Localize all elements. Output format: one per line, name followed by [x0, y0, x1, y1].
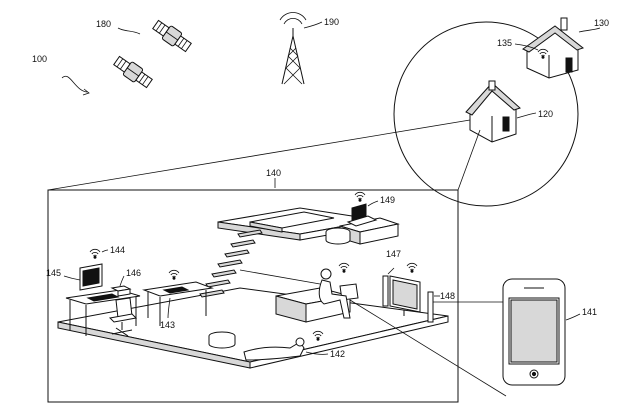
- label-144: 144: [110, 245, 125, 255]
- link-sofa-to-stairs: [239, 269, 321, 285]
- label-190: 190: [324, 17, 339, 27]
- label-130: 130: [594, 18, 609, 28]
- leader-144: [101, 249, 109, 253]
- label-147: 147: [386, 249, 401, 259]
- leader-130: [578, 27, 601, 33]
- label-148: 148: [440, 291, 455, 301]
- person-floor-icon: [243, 330, 324, 361]
- label-100: 100: [32, 54, 47, 64]
- leader-149: [367, 200, 379, 207]
- printer-icon: [110, 285, 132, 297]
- smartphone-icon: [502, 278, 566, 386]
- leader-120: [516, 112, 537, 119]
- zoom-line-right: [457, 129, 481, 191]
- label-149: 149: [380, 195, 395, 205]
- staircase: [199, 229, 263, 298]
- television-icon: [389, 262, 421, 316]
- satellite-icon-lower: [113, 55, 153, 89]
- leader-190: [303, 21, 323, 29]
- label-135: 135: [497, 38, 512, 48]
- leader-143: [167, 297, 171, 319]
- speaker-left-icon: [382, 275, 389, 307]
- leader-146: [119, 275, 125, 287]
- speaker-right-icon: [427, 291, 434, 323]
- house-main-icon: [465, 80, 521, 143]
- label-146: 146: [126, 268, 141, 278]
- label-142: 142: [330, 349, 345, 359]
- person-sofa-icon: [318, 262, 351, 319]
- zoom-circle: [393, 21, 579, 207]
- leader-145: [63, 275, 81, 281]
- office-chair-icon: [108, 297, 138, 337]
- loft-platform: [217, 207, 400, 245]
- desktop-computer-icon: [79, 248, 120, 302]
- zoom-line-left: [47, 119, 471, 191]
- environment-box: [47, 189, 459, 403]
- ottoman: [208, 331, 236, 349]
- label-143: 143: [160, 320, 175, 330]
- label-141: 141: [582, 307, 597, 317]
- label-145: 145: [46, 268, 61, 278]
- leader-142: [305, 351, 329, 355]
- leader-147: [387, 267, 395, 275]
- label-120: 120: [538, 109, 553, 119]
- laptop-loft-icon: [346, 191, 378, 227]
- label-140: 140: [266, 168, 281, 178]
- sofa: [275, 283, 359, 323]
- leader-141: [565, 313, 581, 321]
- house-remote-icon: [522, 17, 585, 79]
- leader-180: [117, 27, 141, 35]
- satellite-icon-upper: [152, 19, 192, 53]
- cell-tower-icon: [279, 12, 307, 85]
- laptop-desk-icon: [162, 269, 190, 294]
- link-sofa-to-phone: [349, 299, 507, 397]
- label-180: 180: [96, 19, 111, 29]
- leader-135: [514, 43, 539, 51]
- system-arrow: [61, 75, 89, 93]
